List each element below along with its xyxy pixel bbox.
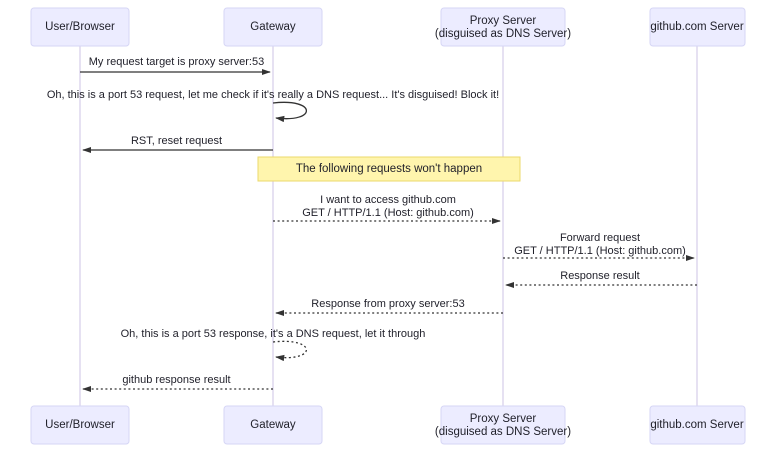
message-label2-m4: GET / HTTP/1.1 (Host: github.com)	[302, 207, 474, 219]
message-m8: Oh, this is a port 53 response, it's a D…	[121, 328, 426, 362]
message-label2-m5: GET / HTTP/1.1 (Host: github.com)	[514, 245, 686, 257]
actor-github-top[interactable]: github.com Server	[649, 7, 746, 47]
actors-bottom-group: User/Browser Gateway Proxy Server(disguise…	[30, 405, 746, 445]
message-m2: Oh, this is a port 53 request, let me ch…	[47, 89, 499, 123]
note-box	[257, 156, 521, 182]
actor-proxy-bottom[interactable]: Proxy Server(disguised as DNS Server)	[435, 405, 571, 445]
message-label-m9: github response result	[122, 374, 230, 386]
actor-box-gateway[interactable]	[223, 7, 323, 47]
message-label-m7: Response from proxy server:53	[311, 298, 464, 310]
actor-box-user[interactable]	[30, 7, 130, 47]
actor-box-gateway[interactable]	[223, 405, 323, 445]
actor-label-gateway: Gateway	[250, 21, 296, 33]
actor-label-github: github.com Server	[650, 419, 743, 431]
message-label-m3: RST, reset request	[131, 135, 222, 147]
message-line-m2	[272, 101, 307, 123]
actor-proxy-top[interactable]: Proxy Server(disguised as DNS Server)	[435, 7, 571, 47]
notes-group: The following requests won't happen	[257, 156, 521, 182]
actor-label-user: User/Browser	[45, 21, 115, 33]
message-label-m5: Forward request	[560, 232, 640, 244]
actor-label-proxy: Proxy Server	[470, 413, 537, 425]
message-label-m8: Oh, this is a port 53 response, it's a D…	[121, 328, 426, 340]
actor-box-proxy[interactable]	[440, 405, 566, 445]
actor-box-github[interactable]	[649, 405, 746, 445]
message-label-m2: Oh, this is a port 53 request, let me ch…	[47, 89, 499, 101]
actors-top-group: User/Browser Gateway Proxy Server(disguise…	[30, 7, 746, 47]
actor-github-bottom[interactable]: github.com Server	[649, 405, 746, 445]
lifelines-group	[79, 46, 698, 406]
actor-label-user: User/Browser	[45, 419, 115, 431]
actor-label-github: github.com Server	[650, 21, 743, 33]
actor-user-top[interactable]: User/Browser	[30, 7, 130, 47]
message-label-m6: Response result	[560, 270, 640, 282]
message-line-m8	[272, 340, 307, 362]
actor-box-user[interactable]	[30, 405, 130, 445]
actor-sublabel-proxy: (disguised as DNS Server)	[435, 426, 571, 438]
message-label-m1: My request target is proxy server:53	[89, 56, 264, 68]
message-m1: My request target is proxy server:53	[80, 56, 271, 76]
actor-box-github[interactable]	[649, 7, 746, 47]
message-m6: Response result	[505, 270, 697, 289]
actor-gateway-bottom[interactable]: Gateway	[223, 405, 323, 445]
message-m7: Response from proxy server:53	[275, 298, 503, 317]
message-m9: github response result	[82, 374, 273, 393]
message-m3: RST, reset request	[82, 135, 273, 154]
note-text: The following requests won't happen	[296, 163, 482, 175]
actor-user-bottom[interactable]: User/Browser	[30, 405, 130, 445]
actor-label-proxy: Proxy Server	[470, 15, 537, 27]
messages-group: My request target is proxy server:53Oh, …	[47, 56, 697, 393]
actor-label-gateway: Gateway	[250, 419, 296, 431]
note-following-requests: The following requests won't happen	[257, 156, 521, 182]
message-label-m4: I want to access github.com	[320, 194, 456, 206]
actor-gateway-top[interactable]: Gateway	[223, 7, 323, 47]
actor-sublabel-proxy: (disguised as DNS Server)	[435, 28, 571, 40]
actor-box-proxy[interactable]	[440, 7, 566, 47]
